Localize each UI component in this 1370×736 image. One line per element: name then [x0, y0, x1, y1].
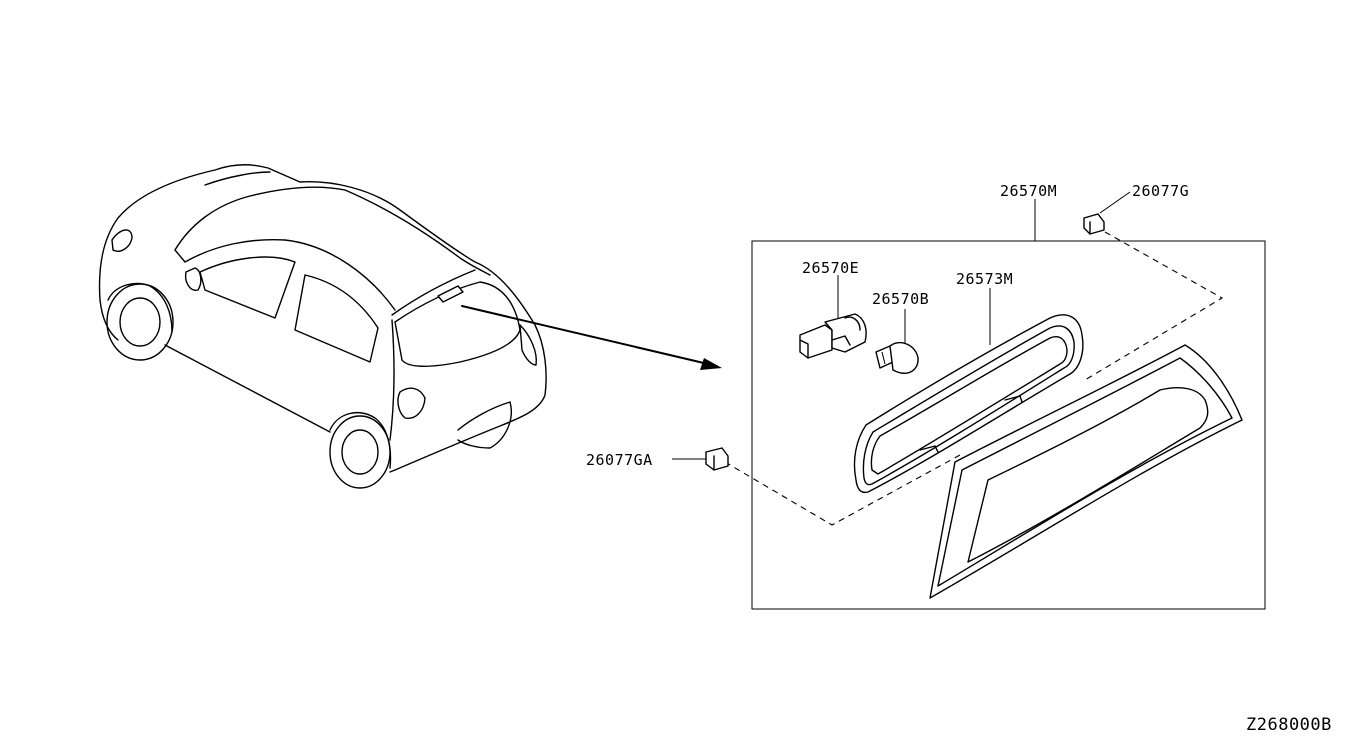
socket-part — [799, 275, 867, 359]
location-arrow — [461, 305, 722, 370]
gasket-ring — [853, 314, 1084, 494]
car-illustration — [98, 164, 547, 489]
assembly-frame — [751, 240, 1266, 610]
bulb-part — [875, 309, 919, 374]
lamp-housing — [929, 344, 1243, 599]
mounting-dashed-lines — [724, 231, 1224, 526]
label-26570B: 26570B — [872, 290, 929, 308]
label-26570E: 26570E — [802, 259, 859, 277]
label-26077G: 26077G — [1132, 182, 1189, 200]
clip-top-part — [1083, 191, 1131, 235]
clip-left-part — [672, 447, 729, 471]
diagram-code: Z268000B — [1246, 715, 1332, 735]
label-26077GA: 26077GA — [586, 451, 653, 469]
label-26573M: 26573M — [956, 270, 1013, 288]
label-26570M: 26570M — [1000, 182, 1057, 200]
